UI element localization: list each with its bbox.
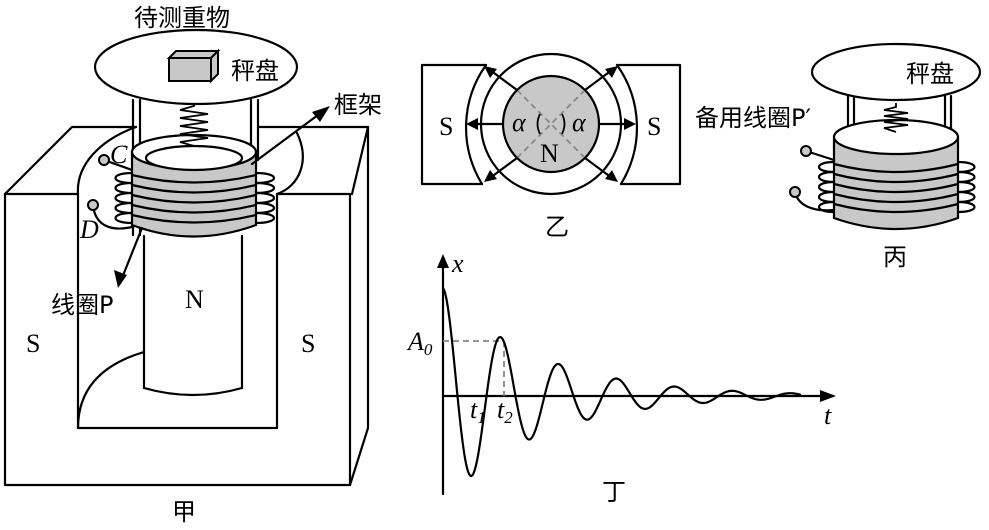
angle-arc-right bbox=[561, 113, 566, 135]
label-frame: 框架 bbox=[334, 91, 382, 119]
caption-yi: 乙 bbox=[545, 213, 569, 241]
label-d: D bbox=[79, 215, 99, 244]
damped-oscillation-curve bbox=[441, 286, 802, 478]
label-pole-n: N bbox=[185, 285, 204, 314]
label-test-object: 待测重物 bbox=[134, 4, 230, 32]
figure-ding: x t A0 t1 t2 丁 bbox=[406, 249, 836, 506]
label-t1: t1 bbox=[470, 395, 486, 427]
caption-bing: 丙 bbox=[883, 243, 907, 271]
frame-curve-left bbox=[76, 125, 138, 196]
center-magnet-n bbox=[142, 234, 244, 397]
s-block-right bbox=[615, 63, 682, 186]
label-s-left: S bbox=[439, 112, 453, 141]
label-pan: 秤盘 bbox=[231, 57, 279, 85]
label-t2: t2 bbox=[497, 395, 513, 427]
label-s-right: S bbox=[647, 112, 661, 141]
coil-frame bbox=[130, 133, 258, 238]
cavity-curve bbox=[76, 350, 146, 430]
label-pole-s-left: S bbox=[26, 329, 40, 358]
test-weight bbox=[166, 48, 221, 84]
spare-coil-p-prime bbox=[817, 160, 976, 214]
coil-p bbox=[114, 171, 276, 225]
terminal-bing-bottom bbox=[789, 186, 836, 212]
caption-jia: 甲 bbox=[172, 498, 196, 526]
label-c: C bbox=[110, 140, 128, 169]
label-coil-p: 线圈P bbox=[51, 291, 113, 319]
figure-bing: 秤盘 备用线圈P′ 丙 bbox=[695, 42, 982, 271]
spring-bing bbox=[883, 103, 909, 133]
label-a0: A0 bbox=[406, 327, 433, 359]
label-pan-bing: 秤盘 bbox=[906, 60, 954, 88]
frame-curve-right bbox=[275, 131, 304, 196]
label-axis-x: x bbox=[451, 249, 464, 278]
label-alpha-right: α bbox=[572, 108, 587, 137]
outer-magnet-s bbox=[3, 125, 370, 487]
label-pole-s-right: S bbox=[301, 329, 315, 358]
terminal-d bbox=[87, 199, 134, 230]
terminal-bing-top bbox=[800, 145, 836, 162]
scale-pan-bing bbox=[810, 42, 982, 102]
field-arrows bbox=[466, 66, 636, 182]
figure-yi: S S N α α 乙 bbox=[420, 52, 682, 241]
terminal-c bbox=[98, 154, 134, 172]
frame-arrow bbox=[250, 110, 324, 166]
coil-arrow bbox=[120, 226, 144, 280]
label-alpha-left: α bbox=[512, 108, 527, 137]
label-axis-t: t bbox=[824, 401, 832, 430]
figure-jia: 待测重物 秤盘 框架 线圈P C D S S N 甲 bbox=[3, 4, 382, 526]
label-spare-coil: 备用线圈P′ bbox=[695, 104, 811, 132]
label-n: N bbox=[540, 139, 559, 168]
angle-arc-left bbox=[536, 113, 541, 135]
s-block-left bbox=[420, 63, 488, 186]
caption-ding: 丁 bbox=[602, 478, 626, 506]
spring bbox=[179, 100, 209, 147]
